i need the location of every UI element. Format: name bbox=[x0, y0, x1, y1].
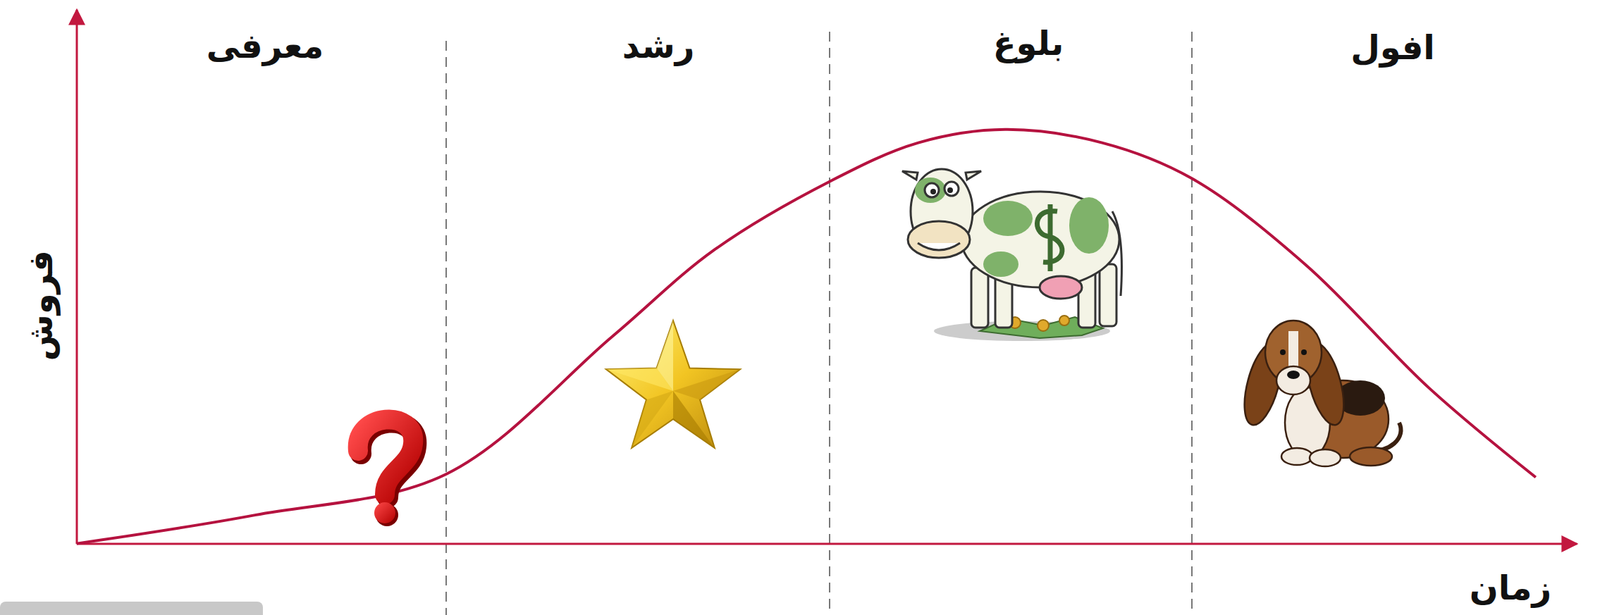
stage-divider bbox=[828, 31, 831, 615]
stage-dividers bbox=[446, 31, 1192, 615]
y-axis bbox=[76, 9, 79, 545]
sales-curve bbox=[76, 129, 1536, 545]
axis-label: زمان bbox=[1469, 568, 1552, 609]
question-mark-icon bbox=[358, 419, 417, 527]
stage-label: بلوغ bbox=[993, 23, 1065, 65]
curve-layer bbox=[76, 129, 1536, 545]
stage-divider bbox=[445, 40, 447, 615]
star-icon bbox=[606, 320, 741, 449]
cash-cow-icon bbox=[902, 169, 1123, 342]
stage-label: معرفی bbox=[206, 26, 325, 67]
stage-label: رشد bbox=[622, 26, 695, 67]
x-axis bbox=[76, 543, 1577, 546]
scroll-bar bbox=[0, 601, 263, 615]
axis-label: فروش bbox=[20, 250, 62, 361]
stage-divider bbox=[1191, 31, 1193, 615]
stage-label: افول bbox=[1350, 27, 1436, 69]
dog-icon bbox=[1237, 320, 1401, 467]
